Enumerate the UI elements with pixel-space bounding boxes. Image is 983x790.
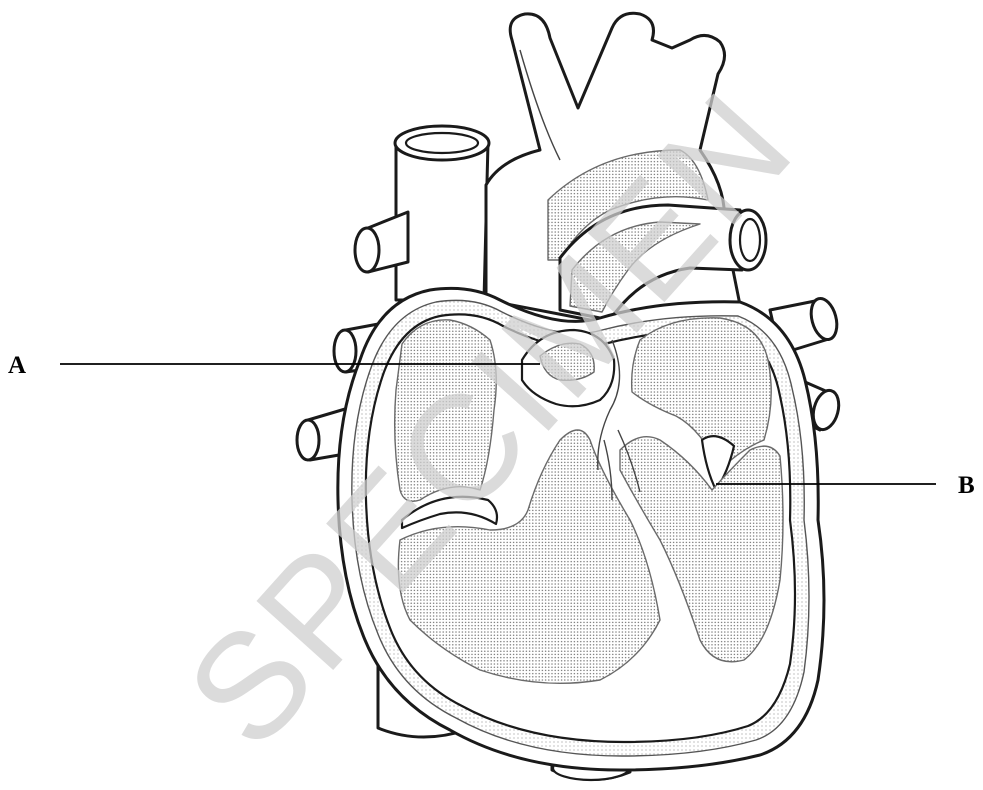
- vein-opening: [355, 228, 379, 272]
- label-a: A: [8, 352, 26, 379]
- vein-opening: [334, 330, 356, 372]
- vein-opening: [297, 420, 319, 460]
- superior-vena-cava-lumen: [406, 133, 478, 153]
- label-b: B: [958, 472, 975, 499]
- superior-vena-cava: [396, 143, 488, 300]
